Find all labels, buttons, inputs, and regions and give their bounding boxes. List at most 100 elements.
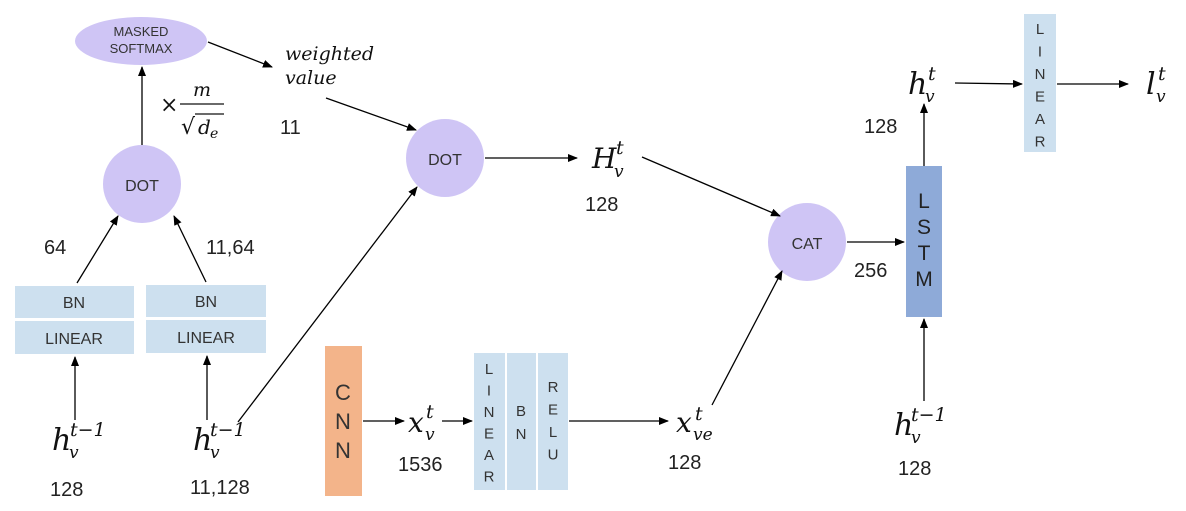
emb-bn-letters: BN [516,403,527,443]
svg-text:t: t [1158,63,1166,85]
scale-factor: × m √ d e [160,79,224,142]
arrow-weighted-to-dot [325,97,417,131]
hidden-keys-symbol: h v t−1 [193,419,246,463]
svg-text:t: t [695,403,703,425]
weighted-value-line1: weighted [285,43,374,65]
emb-linear-letters-letter-5: A [484,447,494,464]
masked-softmax-label-line2: SOFTMAX [110,41,173,56]
key-linear-block [146,320,266,353]
svg-text:h: h [52,423,71,458]
output-symbol: l v t [1146,63,1166,107]
lstm-letters-letter-4: M [915,268,933,291]
hidden-query-symbol: h v t−1 [52,419,106,463]
embedded-feature-dim: 128 [668,452,701,474]
query-linear-label: LINEAR [45,331,103,348]
query-bn-label: BN [63,295,85,312]
svg-text:l: l [1146,67,1156,102]
weighted-value-line2: value [285,67,337,89]
attention-output-symbol: H v t [591,137,624,182]
svg-text:t−1: t−1 [210,419,246,441]
svg-text:h: h [894,408,913,443]
key-dim-label: 11,64 [206,237,255,259]
emb-linear-letters-letter-4: E [484,426,494,443]
scale-d: d [198,115,211,139]
emb-linear-letters-letter-3: N [484,404,495,421]
query-bn-block [15,286,134,318]
lstm-output-dim: 128 [864,116,897,138]
emb-relu-letters-letter-1: R [548,379,559,396]
query-dim-label: 64 [44,237,66,259]
lstm-letters-letter-1: L [918,190,930,213]
cnn-letter-1: C [335,380,351,405]
svg-text:t−1: t−1 [70,419,106,441]
svg-text:v: v [911,428,921,448]
svg-text:v: v [69,443,79,463]
masked-softmax-label-line1: MASKED [114,24,169,39]
cnn-feature-symbol: x v t [408,401,435,445]
attention-output-dim: 128 [585,194,618,216]
emb-linear-block [474,353,505,490]
dot-weighted-node [406,119,484,197]
embedded-feature-symbol: x ve t [676,403,713,445]
hidden-query-dim: 128 [50,479,83,501]
arrow-key-to-dot [173,215,207,283]
emb-linear-letters-letter-6: R [484,469,495,486]
out-linear-letters-letter-2: I [1038,44,1042,61]
emb-bn-letters-letter-2: N [516,426,527,443]
emb-bn-block [507,353,536,490]
emb-relu-block [538,353,568,490]
emb-bn-letters-letter-1: B [516,403,526,420]
lstm-hidden-output-symbol: h v t [908,63,936,107]
key-bn-label: BN [195,294,217,311]
svg-text:H: H [591,142,617,175]
cnn-block [325,346,362,496]
svg-text:t: t [616,137,624,159]
lstm-hidden-input-dim: 128 [898,458,931,480]
arrow-hkeys-to-dot-weighted [237,186,418,423]
lstm-letters-letter-3: T [918,242,931,265]
lstm-hidden-input-symbol: h v t−1 [894,404,947,448]
scale-times: × [160,93,178,118]
emb-relu-letters-letter-3: L [549,424,557,441]
svg-text:t−1: t−1 [911,404,947,426]
masked-softmax-node [75,17,207,65]
dot-attention-node [103,145,181,223]
output-linear-letters: LINEAR [1035,21,1046,151]
mask-len-label: 11 [280,117,301,139]
arrow-H-to-cat [641,156,781,217]
emb-linear-letters: LINEAR [484,361,495,486]
emb-linear-letters-letter-1: L [485,361,493,378]
arrow-softmax-to-weighted [207,41,273,68]
emb-relu-letters-letter-2: E [548,402,558,419]
arrow-xve-to-cat [711,270,783,406]
svg-text:t: t [928,63,936,85]
key-linear-label: LINEAR [177,330,235,347]
output-linear-block [1024,14,1056,152]
dot-weighted-label: DOT [428,152,462,169]
svg-text:x: x [408,406,424,439]
hidden-keys-dim: 11,128 [190,477,250,499]
lstm-letters-letter-2: S [917,216,931,239]
svg-text:v: v [925,87,935,107]
arrow-hout-to-linear [954,79,1023,88]
svg-text:t: t [426,401,434,423]
out-linear-letters-letter-1: L [1036,21,1044,38]
cat-dim: 256 [854,260,887,282]
dot-attention-label: DOT [125,178,159,195]
svg-text:ve: ve [693,425,713,445]
svg-text:v: v [210,443,220,463]
scale-radical: √ [181,115,196,140]
arrow-query-to-dot [76,215,119,284]
cat-label: CAT [792,236,823,253]
out-linear-letters-letter-4: E [1035,89,1045,106]
key-bn-block [146,285,266,317]
emb-relu-letters-letter-4: U [548,447,559,464]
out-linear-letters-letter-6: R [1035,134,1046,151]
scale-numerator: m [193,79,211,101]
svg-text:v: v [1156,87,1166,107]
svg-text:h: h [908,67,927,102]
svg-text:x: x [676,406,692,439]
